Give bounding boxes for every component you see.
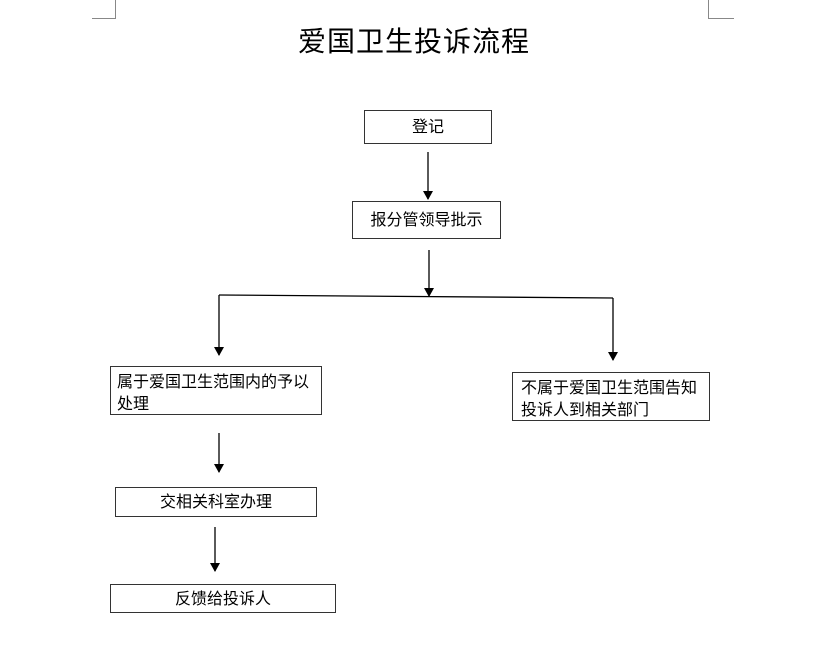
node-leader-review-label: 报分管领导批示: [370, 210, 483, 229]
node-not-within-scope: 不属于爱国卫生范围告知投诉人到相关部门: [512, 372, 710, 421]
crop-mark-top-left: [92, 0, 116, 19]
node-within-scope-label: 属于爱国卫生范围内的予以处理: [117, 372, 310, 413]
node-assign-department: 交相关科室办理: [115, 487, 317, 517]
branch-horizontal-line: [218, 294, 614, 299]
node-register: 登记: [364, 110, 492, 144]
node-assign-department-label: 交相关科室办理: [159, 492, 272, 511]
crop-mark-top-right: [708, 0, 734, 19]
node-leader-review: 报分管领导批示: [352, 201, 501, 239]
node-feedback: 反馈给投诉人: [110, 584, 336, 613]
node-feedback-label: 反馈给投诉人: [174, 588, 271, 608]
page-title: 爱国卫生投诉流程: [297, 25, 530, 58]
node-not-within-scope-label: 不属于爱国卫生范围告知投诉人到相关部门: [521, 378, 698, 419]
node-register-label: 登记: [411, 117, 444, 136]
node-within-scope: 属于爱国卫生范围内的予以处理: [110, 366, 322, 415]
